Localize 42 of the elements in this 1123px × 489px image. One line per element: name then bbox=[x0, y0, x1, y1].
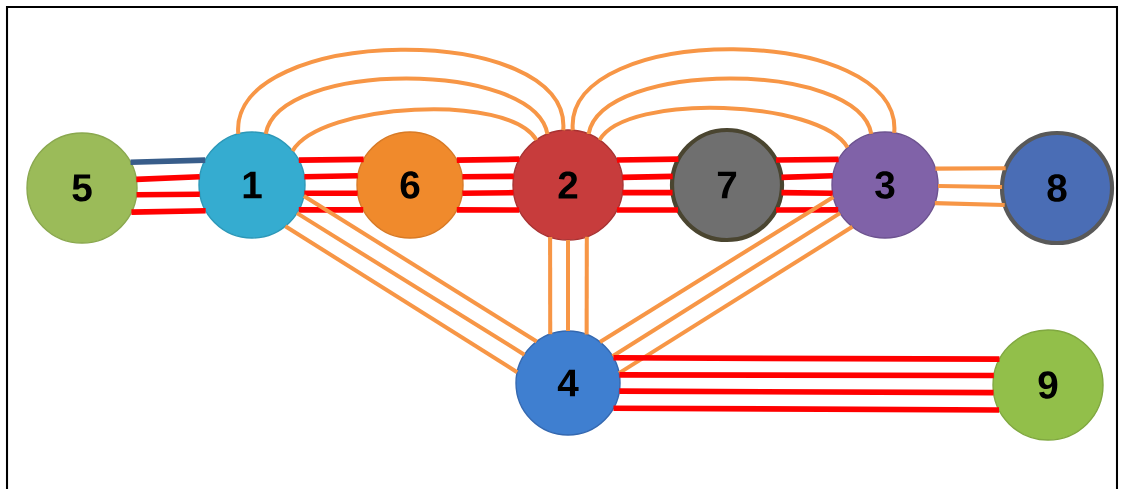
connector-line bbox=[236, 47, 566, 135]
connector-line bbox=[616, 156, 679, 163]
connector-line bbox=[295, 211, 526, 357]
connector-line bbox=[263, 76, 550, 135]
connector-line bbox=[781, 189, 833, 197]
connector-line bbox=[456, 207, 519, 213]
connector-line bbox=[622, 173, 673, 181]
connector-line bbox=[617, 207, 678, 213]
connector-line bbox=[584, 236, 589, 335]
connector-line bbox=[598, 195, 835, 344]
connector-line bbox=[619, 388, 994, 396]
connector-line bbox=[937, 183, 1003, 190]
connector-line bbox=[586, 76, 874, 135]
connector-line bbox=[613, 355, 1000, 362]
connector-line bbox=[298, 156, 364, 163]
connector-line bbox=[304, 190, 358, 197]
connector-line bbox=[136, 191, 200, 198]
connector-line bbox=[622, 189, 673, 196]
connector-line bbox=[462, 173, 514, 180]
connector-line bbox=[304, 173, 358, 180]
connector-line bbox=[548, 237, 553, 335]
connector-line bbox=[598, 106, 850, 149]
connector-line bbox=[776, 207, 839, 213]
connector-line bbox=[934, 201, 1005, 207]
connector-line bbox=[781, 173, 833, 181]
connector-line bbox=[131, 207, 206, 215]
connector-line bbox=[136, 173, 200, 183]
connector-line bbox=[302, 194, 538, 344]
connector-line bbox=[619, 372, 994, 379]
connector-line bbox=[462, 189, 514, 197]
connector-line bbox=[775, 156, 839, 163]
connector-line bbox=[613, 405, 1000, 413]
connector-line bbox=[284, 224, 519, 374]
connector-line bbox=[291, 107, 538, 153]
connector-line bbox=[611, 211, 842, 358]
connector-line bbox=[566, 240, 571, 331]
connector-line bbox=[298, 207, 364, 213]
connector-line bbox=[570, 47, 897, 134]
connector-line bbox=[617, 225, 854, 375]
connector-line bbox=[935, 166, 1006, 171]
connector-line bbox=[130, 157, 206, 165]
connector-line bbox=[456, 156, 520, 163]
